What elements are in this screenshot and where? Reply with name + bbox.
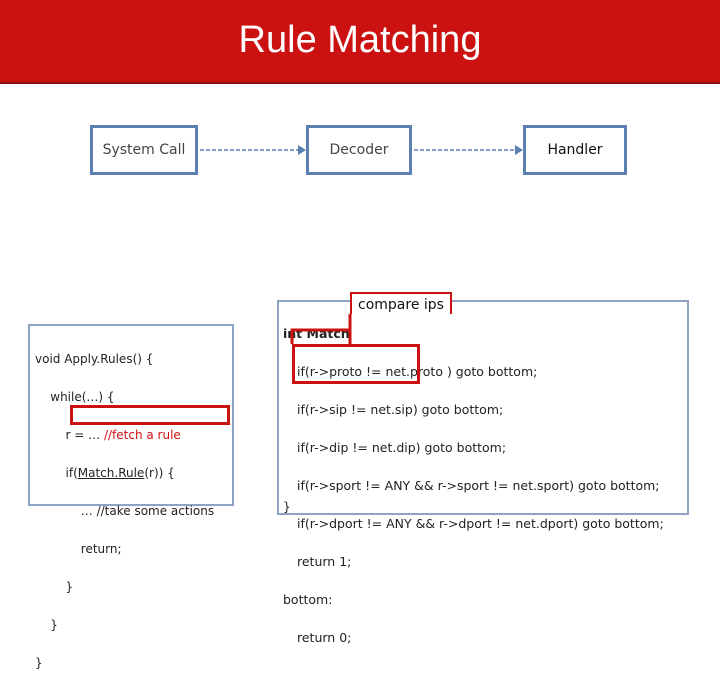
take-actions-highlight [70, 405, 230, 425]
closing-brace: } [283, 500, 291, 514]
flow-arrows [200, 145, 523, 155]
arrow-syscall-to-decoder [200, 145, 306, 155]
code-line: return; [35, 542, 122, 556]
code-line: if(r->dip != net.dip) goto bottom; [297, 440, 507, 455]
handler-box: Handler [523, 125, 627, 175]
code-line: if(r->sport != ANY && r->sport != net.sp… [297, 478, 660, 493]
code-line: … //take some actions [35, 504, 215, 518]
code-line: bottom: [283, 592, 333, 607]
system-call-box: System Call [90, 125, 198, 175]
handler-label: Handler [547, 142, 603, 158]
decoder-box: Decoder [306, 125, 412, 175]
code-line: if(r->proto != net.proto ) goto bottom; [297, 364, 538, 379]
fetch-comment: //fetch a rule [103, 428, 181, 442]
compare-ips-callout: compare ips [350, 292, 452, 314]
code-line: } [35, 656, 43, 670]
code-line: if(r->sip != net.sip) goto bottom; [297, 402, 504, 417]
arrow-decoder-to-handler [414, 145, 523, 155]
code-line: if(r->dport != ANY && r->dport != net.dp… [297, 516, 664, 531]
apply-rules-code-box [28, 324, 234, 506]
code-line: void Apply.Rules() { [35, 352, 154, 366]
code-line: return 0; [297, 630, 352, 645]
code-line: } [35, 580, 74, 594]
system-call-label: System Call [102, 142, 186, 158]
callout-connector [290, 314, 352, 344]
slide-title: Rule Matching [238, 19, 482, 61]
title-bar: Rule Matching [0, 0, 720, 84]
compare-ips-highlight [292, 344, 420, 384]
code-line: } [35, 618, 58, 632]
code-line: if(Match.Rule(r)) { [35, 466, 175, 480]
code-line: r = … //fetch a rule [35, 428, 181, 442]
code-line: return 1; [297, 554, 352, 569]
code-line: while(…) { [35, 390, 115, 404]
match-rule-call: Match.Rule [77, 466, 145, 480]
match-rule-code-box [277, 300, 689, 515]
decoder-label: Decoder [329, 142, 389, 158]
